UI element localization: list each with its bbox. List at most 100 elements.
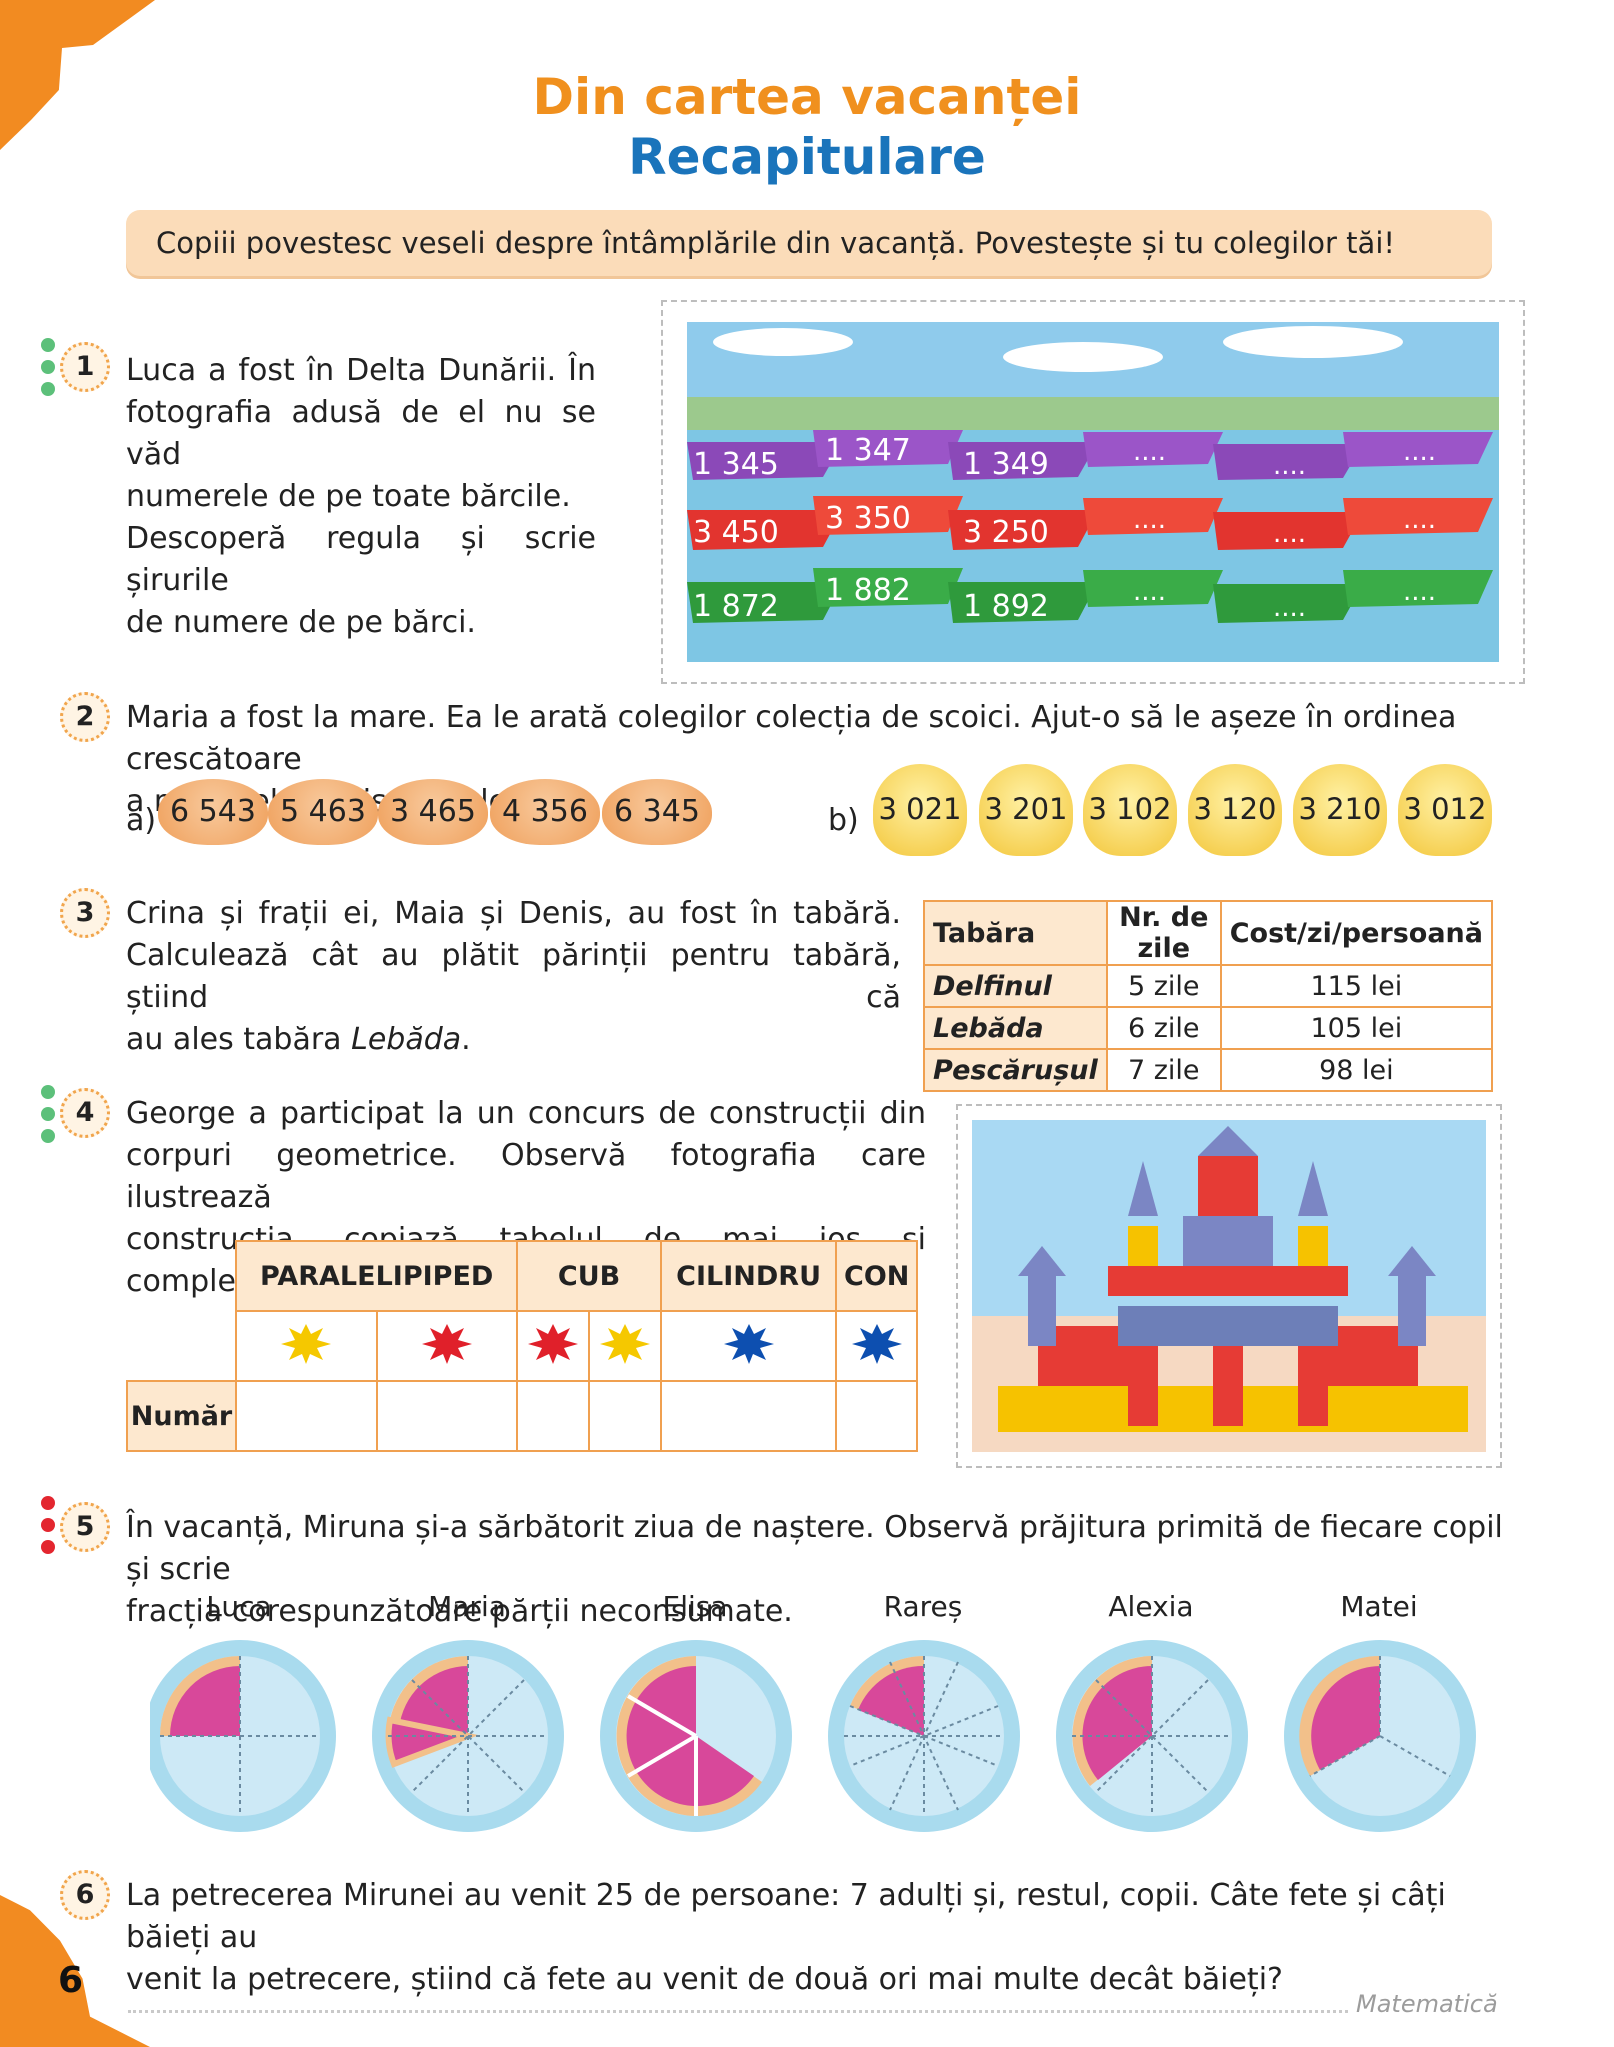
text-line: George a participat la un concurs de con… (126, 1096, 926, 1131)
scallop-shell: 3 102 (1083, 764, 1177, 856)
text-line: Maria a fost la mare. Ea le arată colegi… (126, 700, 1457, 777)
empty-corner (127, 1241, 236, 1311)
boat-label: .... (1133, 505, 1166, 535)
yellow-splat-icon (281, 1323, 332, 1364)
child-name: Matei (1340, 1590, 1418, 1623)
boats-photo: 1 345 1 347 1 349 .... .... .... 3 450 3… (661, 300, 1525, 684)
boat-label: 1 349 (963, 447, 1049, 482)
row-label: Număr (126, 1380, 237, 1452)
exercise-1-text: Luca a fost în Delta Dunării. În fotogra… (126, 350, 596, 644)
solids-header: CON (835, 1240, 918, 1312)
color-splat-cell (835, 1310, 918, 1382)
boat-row-green (687, 568, 1493, 623)
boat-label: 1 872 (693, 589, 779, 624)
camp-cost: 115 lei (1219, 964, 1494, 1008)
solids-header: CUB (516, 1240, 662, 1312)
solids-header: PARALELIPIPED (234, 1240, 519, 1312)
red-splat-icon (422, 1323, 472, 1364)
color-splat-cell (235, 1310, 378, 1382)
text-line: La petrecerea Mirunei au venit 25 de per… (126, 1878, 1446, 1955)
color-splat-cell (588, 1310, 662, 1382)
shell: 3 465 (378, 779, 488, 845)
camp-table-header: Nr. de zile (1105, 900, 1222, 966)
scallop-shell: 3 201 (979, 764, 1073, 856)
pizza-plate-matei (1284, 1640, 1476, 1832)
boat-label: .... (1273, 451, 1306, 481)
boat-label: 3 350 (825, 501, 911, 536)
text-line: Calculează cât au plătit părinții pentru… (126, 938, 901, 1015)
text-line: Crina și frații ei, Maia și Denis, au fo… (126, 896, 901, 931)
pizza-plate-luca (150, 1640, 336, 1832)
text-line: numerele de pe toate bărcile. (126, 479, 571, 514)
boat-label: 1 882 (825, 573, 911, 608)
exercise-number: 3 (60, 888, 110, 938)
exercise-3-text: Crina și frații ei, Maia și Denis, au fo… (126, 893, 901, 1061)
boat-row-purple (687, 430, 1493, 480)
shell: 6 345 (602, 779, 712, 845)
castle-photo (956, 1104, 1502, 1468)
footer-subject: Matematică (1356, 1990, 1498, 2018)
boat-label: 1 892 (963, 589, 1049, 624)
camp-days: 7 zile (1105, 1048, 1222, 1092)
camp-days: 5 zile (1105, 964, 1222, 1008)
table-row: Pescărușul 7 zile 98 lei (923, 1048, 1494, 1092)
table-row: Delfinul 5 zile 115 lei (923, 964, 1494, 1008)
difficulty-dot (41, 338, 55, 352)
answer-cell (235, 1380, 378, 1452)
exercise-number: 5 (60, 1502, 110, 1552)
blue-splat-icon (723, 1323, 774, 1364)
block-castle-illustration (972, 1120, 1486, 1452)
boat-label: .... (1133, 577, 1166, 607)
color-splat-cell (516, 1310, 591, 1382)
text-line: Descoperă regula și scrie șirurile (126, 521, 596, 598)
difficulty-dot (41, 1085, 55, 1099)
camp-days: 6 zile (1105, 1006, 1222, 1050)
text-line: fracția corespunzătoare părții neconsuma… (126, 1594, 793, 1629)
answer-cell (659, 1380, 838, 1452)
text-line: venit la petrecere, știind că fete au ve… (126, 1962, 1283, 1997)
text-line: Luca a fost în Delta Dunării. În (126, 353, 596, 388)
exercise-6-text: La petrecerea Mirunei au venit 25 de per… (126, 1875, 1506, 2001)
scallop-shell: 3 012 (1398, 764, 1492, 856)
camp-cost: 105 lei (1219, 1006, 1494, 1050)
answer-cell (375, 1380, 519, 1452)
pizza-plates (150, 1640, 1476, 1832)
boat-label: 1 345 (693, 447, 779, 482)
footer-divider (128, 2010, 1348, 2013)
boat-label: .... (1133, 437, 1166, 467)
boat-label: 3 250 (963, 515, 1049, 550)
camp-name: Lebăda (923, 1006, 1108, 1050)
text-line: de numere de pe bărci. (126, 605, 476, 640)
camp-table-header: Cost/zi/persoană (1219, 900, 1494, 966)
boat-label: .... (1403, 505, 1436, 535)
solids-table: PARALELIPIPED CUB CILINDRU CON Număr (126, 1240, 918, 1452)
child-name: Rareș (883, 1590, 963, 1623)
exercise-number: 2 (60, 692, 110, 742)
boats-illustration: 1 345 1 347 1 349 .... .... .... 3 450 3… (687, 322, 1499, 662)
answer-cell (835, 1380, 918, 1452)
difficulty-dot (41, 382, 55, 396)
subpoint-a-label: a) (126, 803, 157, 838)
boat-label: 3 450 (693, 515, 779, 550)
pizza-plate-elisa (600, 1640, 792, 1832)
boat-label: .... (1403, 577, 1436, 607)
exercise-number: 4 (60, 1088, 110, 1138)
boat-label: .... (1273, 519, 1306, 549)
difficulty-dot (41, 1540, 55, 1554)
blue-splat-icon (851, 1323, 902, 1364)
child-name: Elisa (662, 1590, 728, 1623)
child-name: Alexia (1108, 1590, 1194, 1623)
child-name: Maria (428, 1590, 506, 1623)
page-number: 6 (58, 1960, 84, 2001)
text-line: corpuri geometrice. Observă fotografia c… (126, 1138, 926, 1215)
camp-name-emphasis: Lebăda (351, 1022, 462, 1057)
empty-corner (127, 1311, 236, 1381)
pizza-plate-rares (828, 1640, 1020, 1832)
shell: 6 543 (158, 779, 268, 845)
table-row: Lebăda 6 zile 105 lei (923, 1006, 1494, 1050)
text-line: fotografia adusă de el nu se văd (126, 395, 596, 472)
text-line: În vacanță, Miruna și-a sărbătorit ziua … (126, 1510, 1503, 1587)
shell: 4 356 (490, 779, 600, 845)
pizza-plate-alexia (1056, 1640, 1248, 1832)
boat-label: 1 347 (825, 433, 911, 468)
